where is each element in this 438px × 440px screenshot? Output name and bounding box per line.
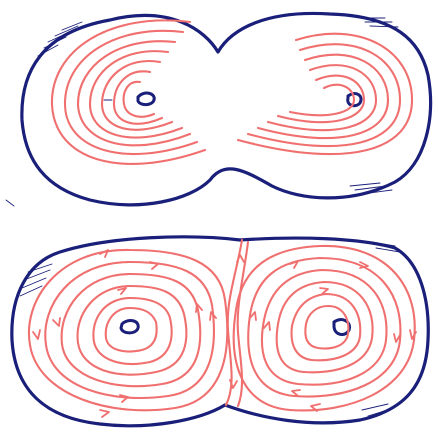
bottom-panel [12, 237, 428, 426]
top-left-streamlines [52, 20, 205, 164]
bottom-left-streamlines [29, 250, 227, 410]
bottom-flow-arrows [33, 250, 416, 417]
bottom-right-streamlines [234, 246, 415, 410]
top-right-streamlines [238, 34, 412, 154]
top-left-hole [138, 93, 154, 105]
top-panel [6, 13, 431, 206]
bottom-left-hole [121, 321, 138, 333]
top-outer-boundary [22, 13, 431, 204]
